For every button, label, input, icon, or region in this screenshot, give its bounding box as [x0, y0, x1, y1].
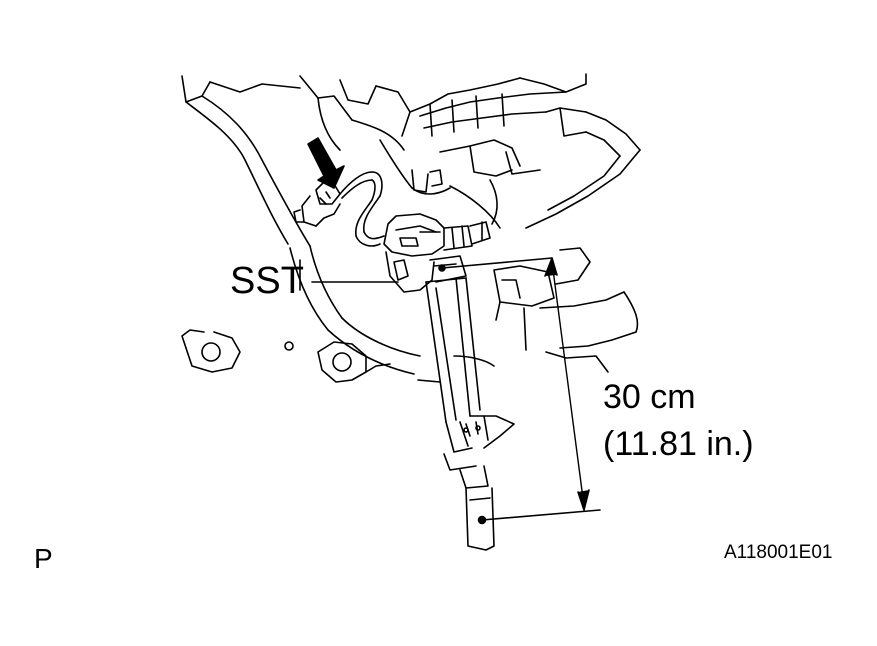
engine-compartment-structure — [181, 73, 641, 383]
connector-arrow — [307, 137, 345, 189]
dimension-metric-label: 30 cm — [603, 378, 696, 416]
sst-label: SST — [230, 260, 304, 302]
sst-tool — [383, 213, 515, 551]
sensor-wiring-harness — [293, 171, 385, 247]
view-letter: P — [34, 543, 53, 574]
figure-code: A118001E01 — [724, 542, 833, 563]
dimension-indicator — [441, 257, 601, 521]
dimension-imperial-label: (11.81 in.) — [603, 425, 754, 463]
